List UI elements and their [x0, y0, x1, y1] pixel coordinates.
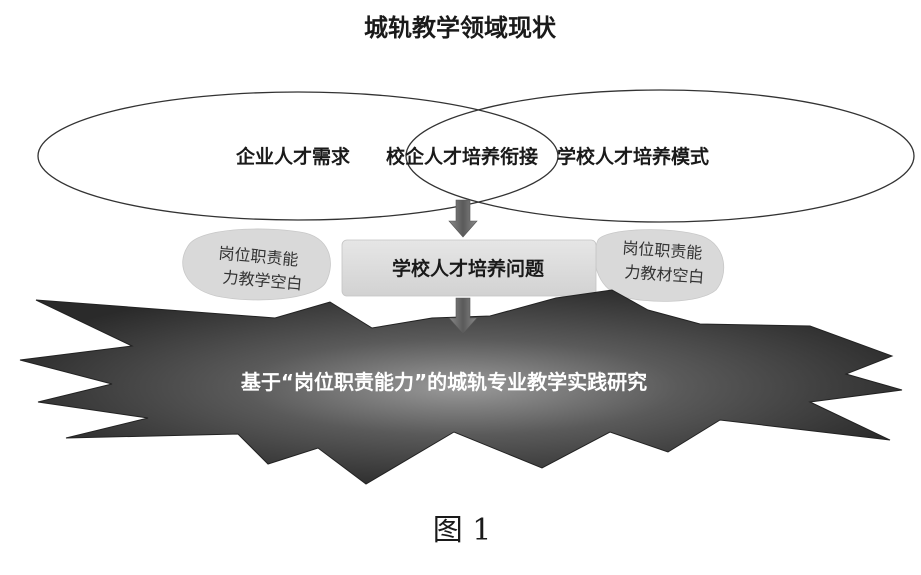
overlap-label: 校企人才培养衔接	[386, 145, 538, 168]
down-arrow-icon	[448, 297, 478, 335]
burst-label: 基于“岗位职责能力”的城轨专业教学实践研究	[241, 370, 647, 394]
left-ellipse-label: 企业人才需求	[235, 145, 351, 168]
right-gap-blob	[594, 229, 725, 302]
diagram-title: 城轨教学领域现状	[364, 14, 557, 42]
left-ellipse	[37, 91, 559, 221]
right-ellipse-label: 学校人才培养模式	[557, 145, 709, 168]
left-gap-blob	[182, 228, 331, 301]
burst-shape	[19, 289, 903, 485]
problem-box-label: 学校人才培养问题	[392, 257, 544, 280]
down-arrow-icon	[448, 199, 478, 238]
right-ellipse	[405, 89, 915, 223]
figure-caption: 图 1	[433, 513, 492, 548]
problem-box	[341, 239, 597, 297]
